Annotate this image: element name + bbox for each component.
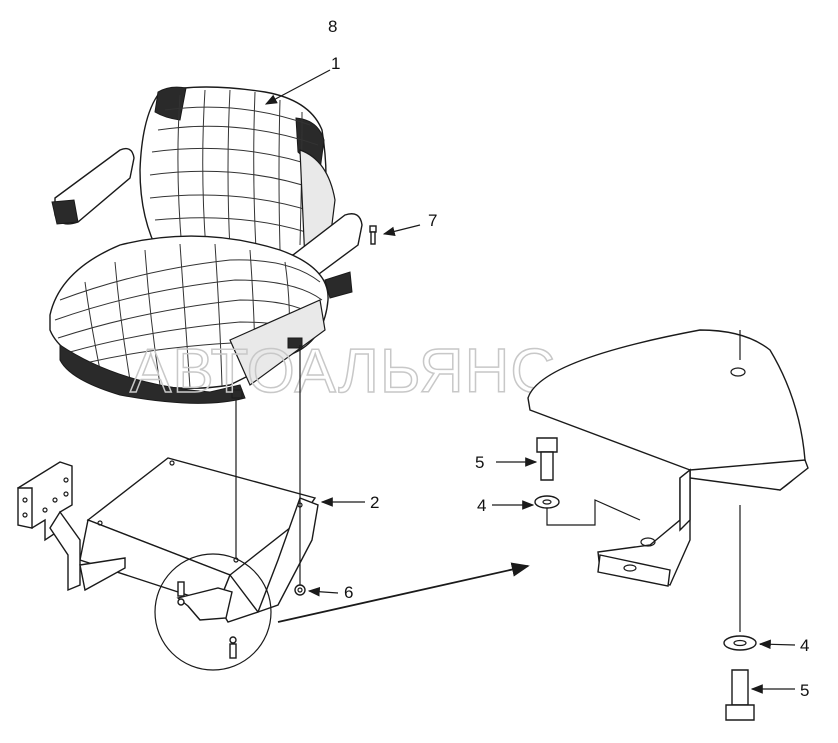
backrest-pattern bbox=[149, 89, 321, 251]
seat-part-1 bbox=[49, 86, 363, 404]
detail-circle bbox=[154, 553, 272, 671]
callout-1: 1 bbox=[331, 54, 340, 73]
callout-7: 7 bbox=[428, 211, 437, 230]
cushion-pattern bbox=[54, 243, 323, 389]
watermark-text: АВТОАЛЬЯНС bbox=[130, 337, 556, 406]
callout-5-lower: 5 bbox=[800, 681, 809, 700]
align-line-upper-bolt bbox=[546, 499, 641, 526]
bolt-part-5-upper bbox=[536, 437, 558, 481]
nut-part-6 bbox=[294, 584, 306, 596]
callout-6: 6 bbox=[344, 583, 353, 602]
detail-arrow bbox=[277, 562, 530, 623]
callout-4-lower: 4 bbox=[800, 636, 809, 655]
callout-2: 2 bbox=[370, 493, 379, 512]
callout-leaders bbox=[264, 69, 796, 694]
seat-plate-part-2 bbox=[17, 457, 319, 623]
bolt-part-7 bbox=[369, 225, 377, 245]
right-bracket bbox=[527, 329, 809, 587]
bolt-part-5-lower bbox=[725, 669, 755, 721]
callout-5-upper: 5 bbox=[475, 453, 484, 472]
callout-8: 8 bbox=[328, 17, 337, 36]
washer-part-4-upper bbox=[534, 495, 560, 509]
washer-part-4-lower bbox=[723, 635, 757, 651]
callout-4-upper: 4 bbox=[477, 496, 486, 515]
